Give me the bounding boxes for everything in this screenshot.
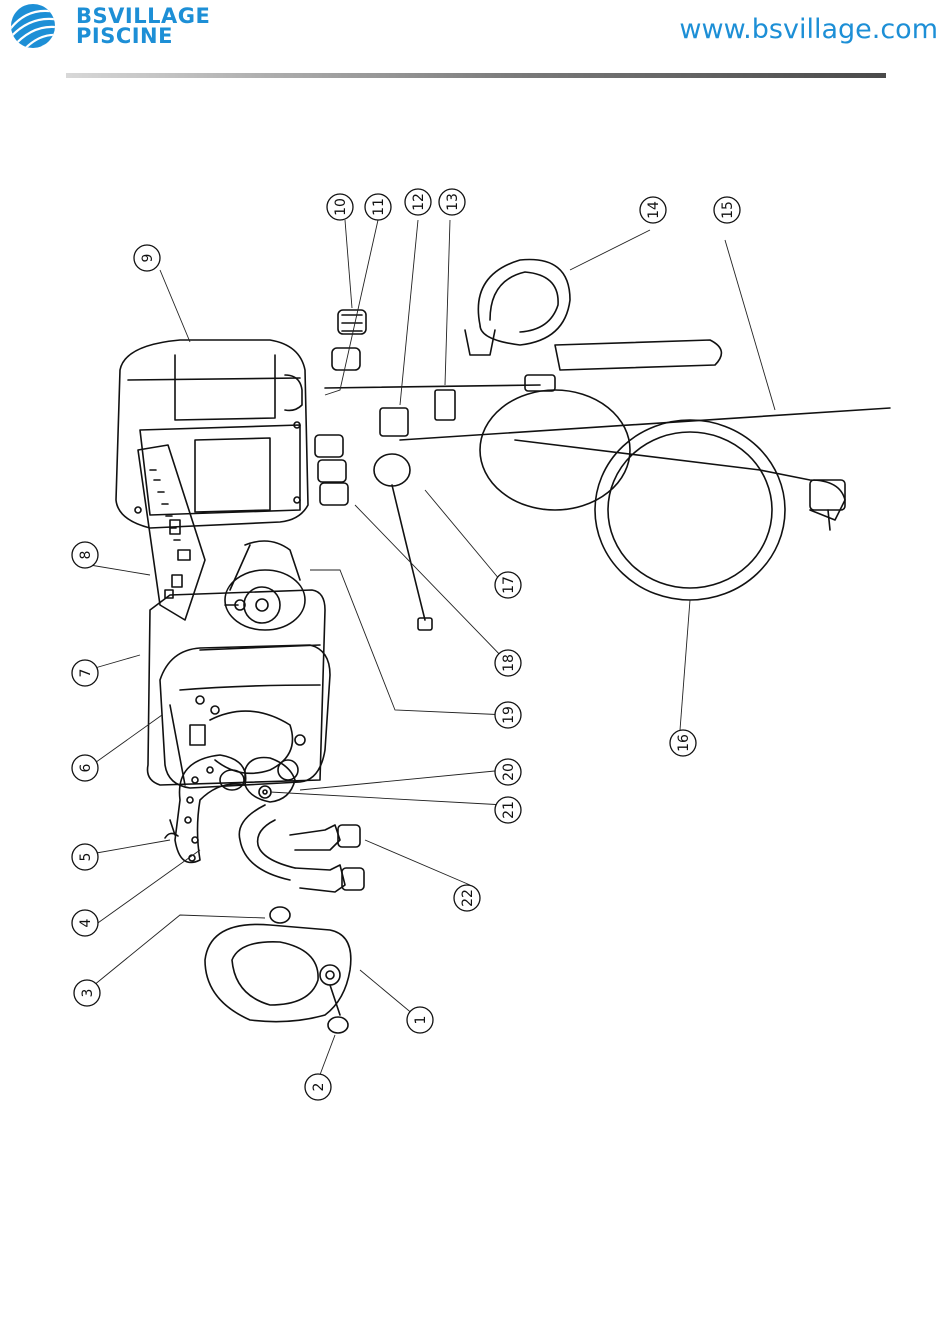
svg-text:3: 3: [80, 989, 96, 998]
brand-name-line1: BSVILLAGE: [76, 6, 210, 26]
callout-21: 21: [495, 797, 521, 823]
brand-logo[interactable]: BSVILLAGE PISCINE: [6, 2, 216, 50]
callout-1: 1: [407, 1007, 433, 1033]
page-header: BSVILLAGE PISCINE www.bsvillage.com: [0, 0, 950, 90]
callout-11: 11: [365, 194, 391, 220]
part-gland-nuts: [332, 310, 366, 370]
part-roller-rotor: [220, 758, 298, 803]
callout-17: 17: [495, 572, 521, 598]
svg-text:12: 12: [411, 193, 427, 211]
svg-text:8: 8: [78, 551, 94, 560]
part-power-cable: [480, 390, 845, 600]
callout-15: 15: [714, 197, 740, 223]
part-motor: [200, 541, 320, 650]
callout-22: 22: [454, 885, 480, 911]
svg-text:15: 15: [720, 201, 736, 219]
callout-19: 19: [495, 702, 521, 728]
callout-8: 8: [72, 542, 98, 568]
part-gasket-frame: [148, 590, 326, 785]
part-hose-fittings: [239, 805, 364, 892]
callout-9: 9: [134, 245, 160, 271]
svg-text:5: 5: [78, 853, 94, 862]
part-probe-sensor: [465, 260, 721, 371]
svg-text:17: 17: [501, 576, 517, 594]
header-divider: [66, 73, 886, 78]
callout-3: 3: [74, 980, 100, 1006]
part-front-cover: [205, 924, 351, 1021]
svg-text:4: 4: [78, 918, 94, 927]
callout-7: 7: [72, 660, 98, 686]
svg-text:19: 19: [501, 706, 517, 724]
callout-4: 4: [72, 910, 98, 936]
brand-name-line2: PISCINE: [76, 26, 210, 46]
svg-text:16: 16: [676, 734, 692, 752]
svg-text:10: 10: [333, 198, 349, 216]
brand-globe-icon: [6, 2, 70, 50]
callout-13: 13: [439, 189, 465, 215]
svg-text:14: 14: [646, 201, 662, 219]
svg-text:6: 6: [78, 763, 94, 772]
svg-text:18: 18: [501, 654, 517, 672]
callout-18: 18: [495, 650, 521, 676]
svg-text:11: 11: [371, 198, 387, 216]
svg-text:20: 20: [501, 763, 517, 781]
svg-text:7: 7: [78, 669, 94, 678]
callout-14: 14: [640, 197, 666, 223]
svg-text:13: 13: [445, 193, 461, 211]
svg-text:2: 2: [311, 1083, 327, 1092]
website-link[interactable]: www.bsvillage.com: [679, 14, 938, 45]
exploded-parts-diagram: 9 10 11 12 13 14 15 16 17 18 19 20 21 22…: [0, 180, 950, 1140]
svg-text:21: 21: [501, 801, 517, 819]
part-rod-probe: [400, 408, 890, 440]
svg-text:9: 9: [140, 254, 156, 263]
callout-6: 6: [72, 755, 98, 781]
part-level-sensor: [374, 454, 432, 630]
callout-5: 5: [72, 844, 98, 870]
callout-2: 2: [305, 1074, 331, 1100]
callout-markers: 9 10 11 12 13 14 15 16 17 18 19 20 21 22…: [72, 189, 740, 1100]
part-cap: [270, 907, 290, 923]
svg-text:22: 22: [460, 889, 476, 907]
svg-text:1: 1: [413, 1016, 429, 1025]
callout-16: 16: [670, 730, 696, 756]
part-cable-glands: [315, 435, 348, 505]
callout-10: 10: [327, 194, 353, 220]
part-connector-cable: [325, 375, 555, 436]
callout-12: 12: [405, 189, 431, 215]
part-pump-body: [160, 645, 330, 788]
callout-20: 20: [495, 759, 521, 785]
